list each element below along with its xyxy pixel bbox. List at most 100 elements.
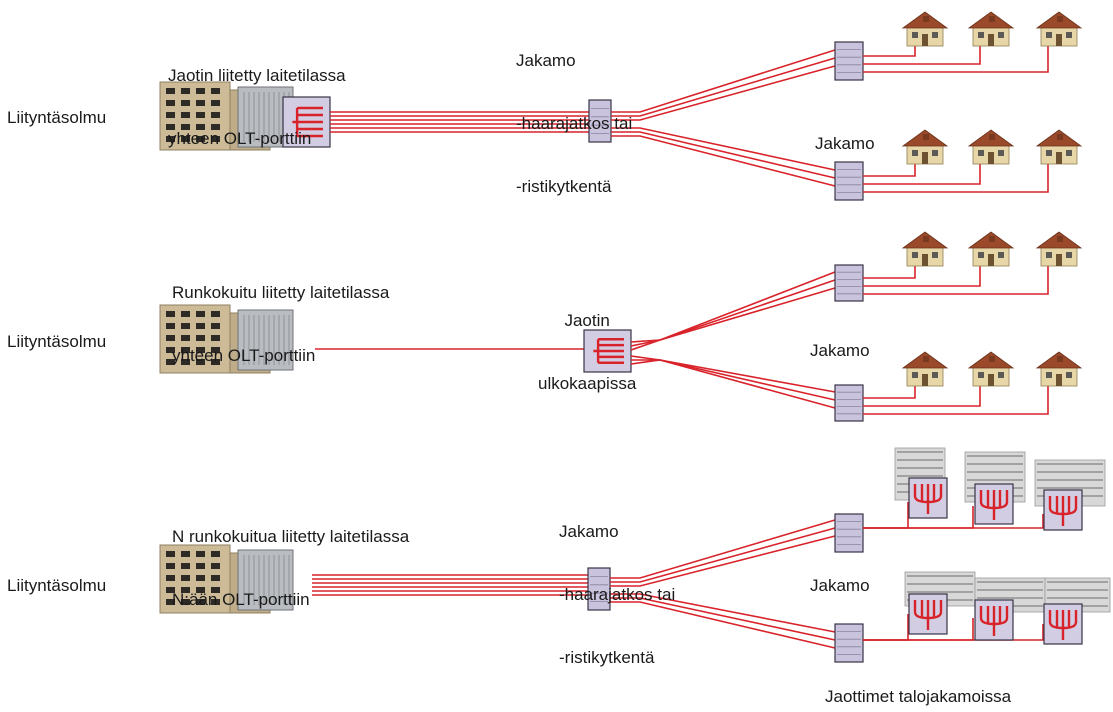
row1-house [901,11,949,47]
row1-lower-jakamo [834,161,864,201]
row1-caption: Jaotin liitetty laitetilassa yhteen OLT-… [168,23,346,170]
row2-upper-jakamo [834,264,864,302]
row3-node-building [159,544,294,614]
row2-upper-branch [630,271,836,343]
house-window [912,372,918,378]
office-window [211,124,220,130]
jakamo-box [834,623,864,663]
office-window [211,563,220,569]
row2-outdoor-splitter [583,329,632,373]
house-window [932,32,938,38]
row3-building-splitter [974,599,1014,641]
row2-lower-branch [630,355,836,393]
office-window [196,347,205,353]
office-window [166,311,175,317]
house-door [988,374,994,386]
office-window [196,88,205,94]
row1-middle-jakamo [588,99,612,143]
house-window [912,32,918,38]
row1-upper-branch [611,49,836,113]
office-window [211,112,220,118]
office-window [196,100,205,106]
jakamo-box [588,99,612,143]
row1-lower-house-feeder [863,150,1049,193]
house-window [978,372,984,378]
house-door [922,374,928,386]
row1-caption-line1: Jaotin liitetty laitetilassa [168,66,346,85]
row2-caption: Runkokuitu liitetty laitetilassa yhteen … [172,240,389,387]
house-window [998,32,1004,38]
row2-lower-house-feeder [863,382,1049,415]
office-window [166,575,175,581]
office-window [166,88,175,94]
office-window [196,124,205,130]
office-window [211,311,220,317]
house-chimney [989,356,995,362]
jakamo-box [834,161,864,201]
row3-building-splitter [1043,489,1083,531]
office-window [211,323,220,329]
row1-house [901,129,949,165]
house-window [912,150,918,156]
row2-upper-house-feeder [863,262,981,287]
row1-caption-line2: yhteen OLT-porttiin [168,129,312,148]
office-window [196,359,205,365]
row2-jakamo-label: Jakamo [810,341,870,360]
office-window [181,112,190,118]
jakamo-box [834,384,864,422]
house-window [978,32,984,38]
office-window [166,100,175,106]
house-door [1056,34,1062,46]
row3-upper-branch [610,527,836,583]
row1-jakamo-label: Jakamo [815,134,875,153]
jakamo-box [834,513,864,553]
office-window [196,551,205,557]
row1-house [967,11,1015,47]
row3-building-splitter [908,593,948,635]
row2-lower-jakamo [834,384,864,422]
row3-middle-label: Jakamo -haarajatkos tai -ristikytkentä [559,479,675,689]
row1-house [1035,129,1083,165]
office-window [196,112,205,118]
row3-lower-jakamo [834,623,864,663]
house-window [1046,372,1052,378]
house-chimney [1057,134,1063,140]
house-window [932,150,938,156]
house-window [1046,252,1052,258]
office-window [196,587,205,593]
office-window [211,359,220,365]
row3-middle-line1: Jakamo [559,522,619,541]
office-window [196,311,205,317]
office-window [211,335,220,341]
office-window [166,136,175,142]
row2-lower-branch [630,359,836,409]
row2-house [1035,351,1083,387]
house-window [1046,150,1052,156]
house-window [1066,32,1072,38]
office-window [196,323,205,329]
house-window [1066,372,1072,378]
row1-middle-label: Jakamo -haarajatkos tai -ristikytkentä [516,8,632,218]
row3-caption: N runkokuitua liitetty laitetilassa N:ää… [172,484,409,631]
office-window [166,587,175,593]
row3-caption-line2: N:ään OLT-porttiin [172,590,310,609]
house-door [1056,254,1062,266]
row2-house [901,351,949,387]
house-chimney [1057,236,1063,242]
office-window [211,100,220,106]
house-door [988,34,994,46]
office-window [181,347,190,353]
office-window [196,575,205,581]
house-window [1046,32,1052,38]
office-window [166,323,175,329]
row3-lower-branch [610,597,836,641]
office-window [211,347,220,353]
row1-middle-line2: -haarajatkos tai [516,114,633,133]
house-chimney [1057,16,1063,22]
row3-upper-jakamo [834,513,864,553]
house-window [998,150,1004,156]
row2-house [1035,231,1083,267]
row3-building-splitter [974,483,1014,525]
row1-upper-jakamo [834,41,864,81]
house-window [978,252,984,258]
